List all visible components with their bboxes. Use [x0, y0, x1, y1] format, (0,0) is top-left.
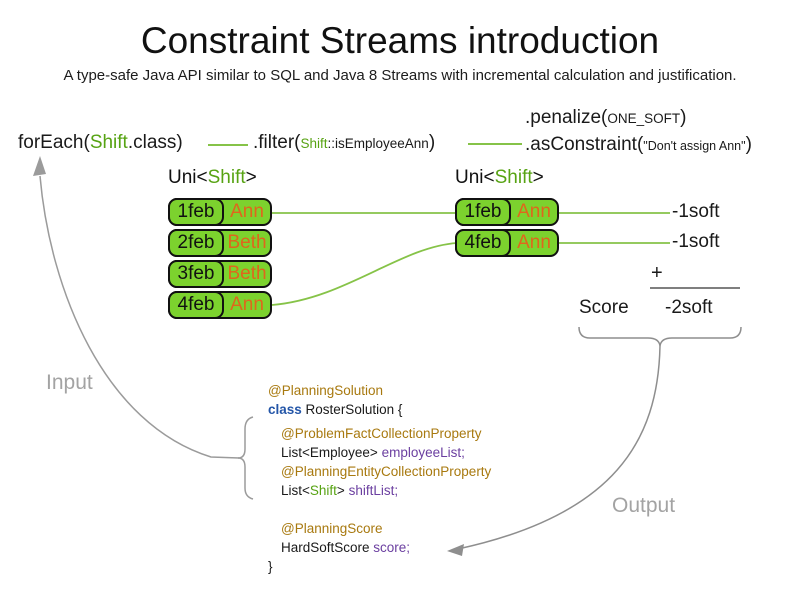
shift-date-cell: 3feb	[168, 260, 224, 288]
code-line: @PlanningSolution	[268, 383, 384, 398]
table-row: 1feb Ann	[455, 198, 559, 226]
penalize-pre: .penalize(	[525, 107, 608, 128]
shift-employee-cell: Ann	[230, 294, 264, 315]
filter-type: Shift	[300, 136, 328, 151]
code-line: @ProblemFactCollectionProperty	[281, 426, 482, 441]
shift-employee-cell: Ann	[230, 201, 264, 222]
uni-post: >	[532, 167, 544, 188]
filter-method: ::isEmployeeAnn	[327, 136, 429, 151]
code-block: @PlanningSolution class RosterSolution { @…	[268, 381, 491, 576]
uni-pre: Uni<	[168, 167, 208, 188]
uni-post: >	[245, 167, 257, 188]
output-label: Output	[612, 494, 676, 517]
input-label: Input	[46, 371, 93, 394]
penalize-expression: .penalize(ONE_SOFT)	[525, 107, 686, 129]
code-line: HardSoftScore score;	[281, 540, 411, 555]
shift-employee-cell: Ann	[517, 201, 551, 222]
shift-date-cell: 1feb	[168, 198, 224, 226]
code-line: List<Shift> shiftList;	[281, 483, 399, 498]
code-line: @PlanningEntityCollectionProperty	[281, 464, 492, 479]
foreach-pre: forEach(	[18, 132, 90, 153]
shift-date-cell: 1feb	[455, 198, 511, 226]
code-line: List<Employee> employeeList;	[281, 445, 465, 460]
penalty-value: -1soft	[672, 231, 720, 252]
penalize-post: )	[680, 107, 687, 128]
uni-type: Shift	[494, 167, 533, 188]
shift-employee-cell: Beth	[227, 263, 267, 284]
uni-type: Shift	[207, 167, 246, 188]
foreach-type: Shift	[89, 132, 128, 153]
table-row: 4feb Ann	[168, 291, 272, 319]
table-row: 3feb Beth	[168, 260, 272, 288]
filter-pre: .filter(	[253, 132, 301, 153]
code-brace	[237, 416, 254, 500]
right-stream-type-label: Uni<Shift>	[455, 167, 544, 189]
shift-date-cell: 4feb	[455, 229, 511, 257]
foreach-post: .class)	[127, 132, 183, 153]
code-line: @PlanningScore	[281, 521, 383, 536]
table-row: 4feb Ann	[455, 229, 559, 257]
code-line: }	[268, 559, 273, 574]
table-row: 1feb Ann	[168, 198, 272, 226]
shift-employee-cell: Ann	[517, 232, 551, 253]
shift-employee-cell: Beth	[227, 232, 267, 253]
score-label: Score	[579, 297, 629, 318]
plus-sign: +	[651, 262, 663, 284]
code-line	[268, 500, 491, 519]
input-arrowhead-icon	[33, 156, 46, 176]
code-line: class RosterSolution {	[268, 402, 403, 417]
table-row: 2feb Beth	[168, 229, 272, 257]
uni-pre: Uni<	[455, 167, 495, 188]
filter-expression: .filter(Shift::isEmployeeAnn)	[253, 132, 435, 154]
left-stream-type-label: Uni<Shift>	[168, 167, 257, 189]
filter-post: )	[428, 132, 436, 153]
score-brace	[578, 326, 742, 347]
penalty-value: -1soft	[672, 201, 720, 222]
shift-date-cell: 2feb	[168, 229, 224, 257]
shift-date-cell: 4feb	[168, 291, 224, 319]
asconstraint-arg: "Don't assign Ann"	[643, 139, 746, 153]
asconstraint-expression: .asConstraint("Don't assign Ann")	[525, 134, 752, 156]
foreach-expression: forEach(Shift.class)	[18, 132, 183, 154]
penalize-arg: ONE_SOFT	[607, 111, 681, 126]
asconstraint-post: )	[745, 134, 752, 155]
row-4feb-mapping-line	[271, 242, 458, 306]
page-subtitle: A type-safe Java API similar to SQL and …	[63, 67, 737, 84]
page-title: Constraint Streams introduction	[140, 20, 660, 61]
score-total: -2soft	[665, 297, 713, 318]
asconstraint-pre: .asConstraint(	[525, 134, 644, 155]
